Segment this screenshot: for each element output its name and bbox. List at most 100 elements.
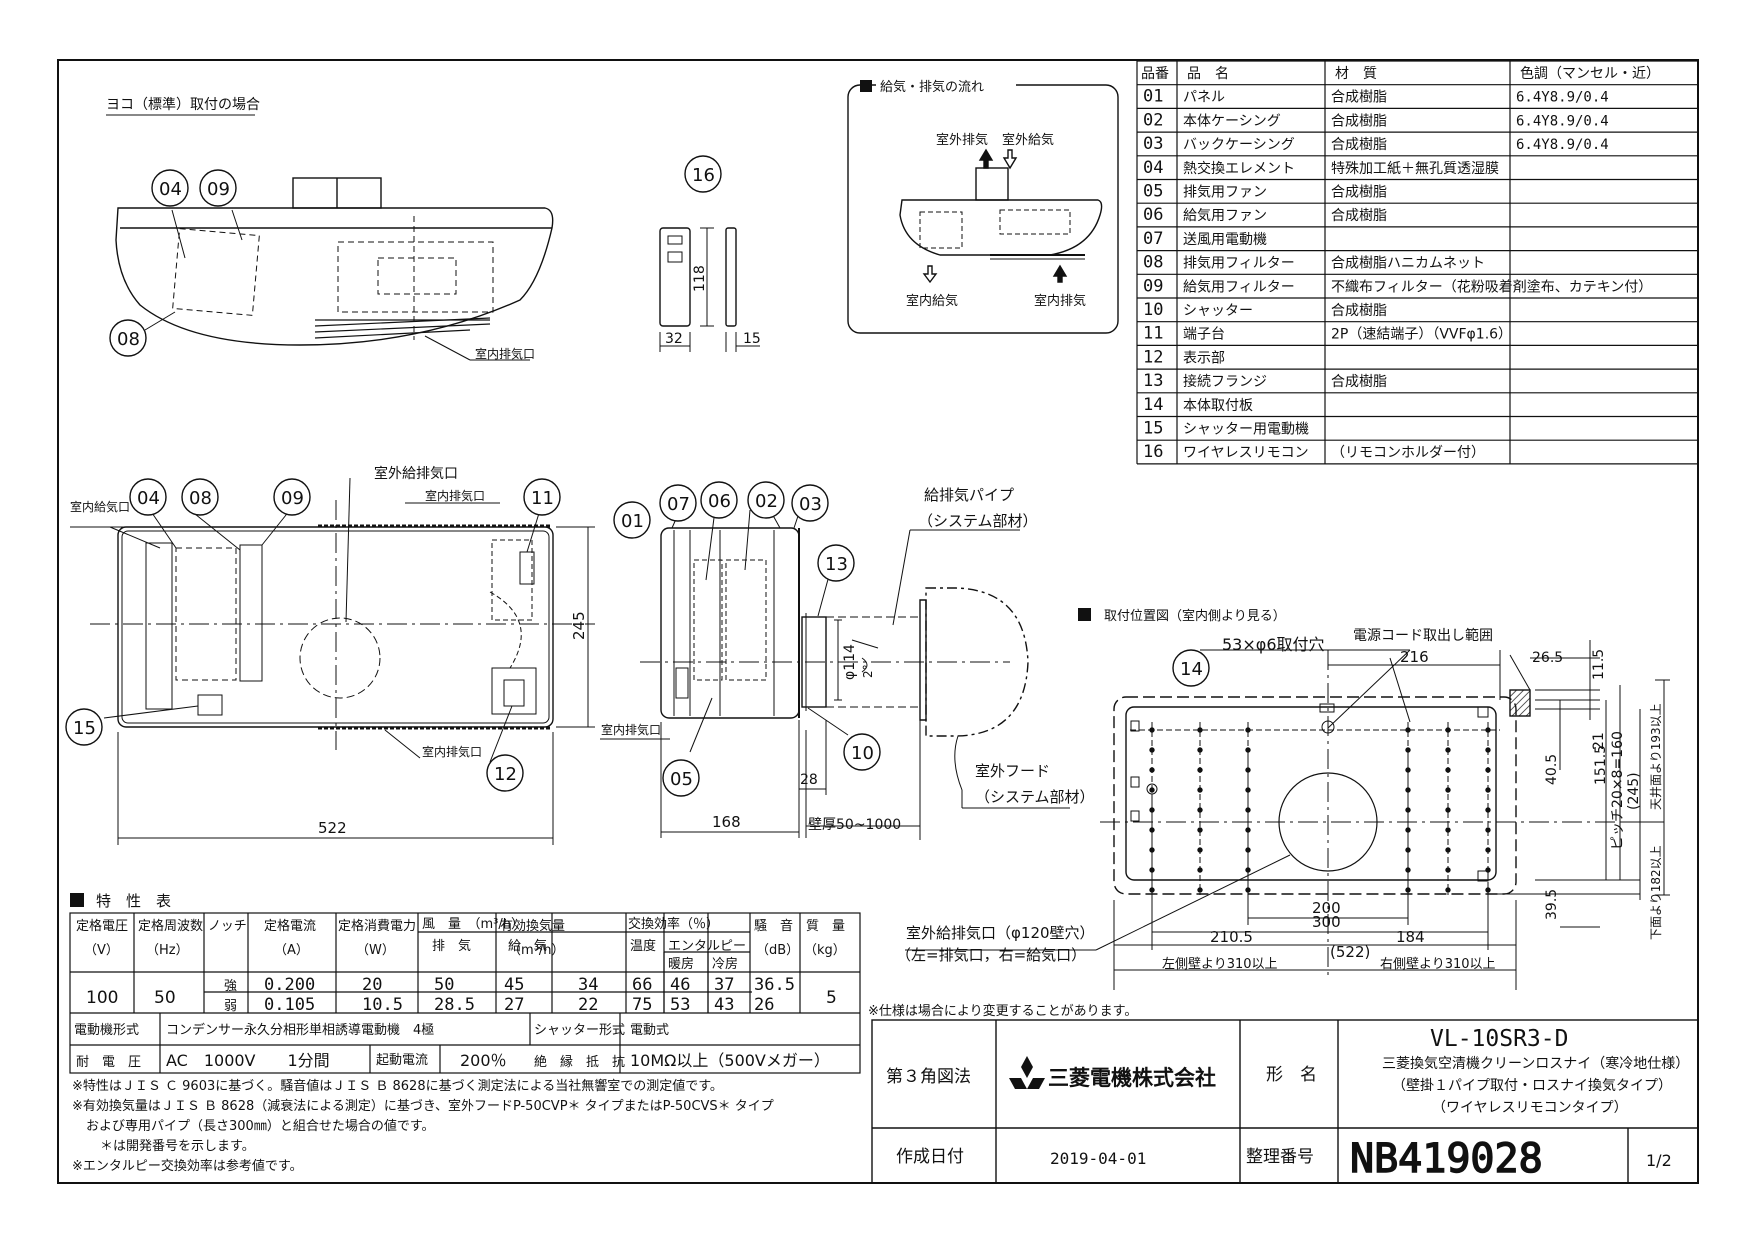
company-name: 三菱電機株式会社 <box>1048 1066 1216 1090</box>
spec-cell: （Hz） <box>146 943 189 958</box>
plan-indoor-top-label: 室内排気口 <box>425 488 485 503</box>
front-view-title: ヨコ（標準）取付の場合 <box>106 97 260 113</box>
callout-number: 08 <box>117 329 140 350</box>
side-pipe-dia: φ114 <box>842 644 858 680</box>
model-label: 形 名 <box>1266 1065 1317 1085</box>
remote-view: 118 32 15 <box>659 227 761 352</box>
parts-cell: 給気用フィルター <box>1183 279 1295 295</box>
parts-cell: パネル <box>1183 90 1225 106</box>
model-desc-2: （壁掛１パイプ取付・ロスナイ換気タイプ） <box>1392 1078 1672 1094</box>
mounting-d300: 300 <box>1312 913 1341 931</box>
parts-cell: 合成樹脂 <box>1331 113 1387 129</box>
parts-cell: 08 <box>1143 253 1163 273</box>
callout-circle <box>151 169 189 207</box>
remote-width-dim: 32 <box>665 331 683 347</box>
spec-table: 特 性 表 定格電圧（V）定格周波数（Hz）ノッチ定格電流（A）定格消費電力（W… <box>69 892 861 1074</box>
mounting-d216: 216 <box>1400 648 1429 666</box>
number-label: 整理番号 <box>1246 1147 1314 1167</box>
plan-view: 室外給排気口 室内排気口 室内給気口 室内排気口 245 522 <box>70 465 595 845</box>
note-3: および専用パイプ（長さ300㎜）と組合せた場合の値です。 <box>86 1118 435 1134</box>
spec-cell: 10MΩ以上（500Vメガー） <box>630 1051 830 1070</box>
callout-circle <box>486 754 524 792</box>
side-hood-sublabel: （システム部材） <box>975 788 1095 806</box>
parts-cell: 6.4Y8.9/0.4 <box>1516 137 1609 153</box>
spec-cell: 耐 電 圧 <box>76 1055 141 1070</box>
spec-cell: 暖房 <box>668 956 694 972</box>
parts-cell: 排気用ファン <box>1183 185 1267 201</box>
spec-cell: コンデンサー永久分相形単相誘導電動機 4極 <box>166 1022 434 1038</box>
parts-header-2: 材 質 <box>1335 66 1377 82</box>
mounting-d151-5: 151.5 <box>1593 745 1609 785</box>
spec-change-note: ※仕様は場合により変更することがあります。 <box>868 1003 1137 1019</box>
parts-cell: 表示部 <box>1183 350 1225 366</box>
spec-value: 26 <box>754 995 774 1015</box>
spec-value: 66 <box>632 975 652 995</box>
spec-cell: 定格消費電力 <box>338 918 416 934</box>
callout-circle <box>1172 649 1210 687</box>
parts-cell: 14 <box>1143 395 1163 415</box>
spec-cell: 絶 縁 抵 抗 <box>534 1054 625 1070</box>
callout-number: 12 <box>494 764 517 785</box>
spec-cell: 5 <box>826 988 837 1008</box>
spec-value: 0.200 <box>264 975 315 995</box>
mounting-left-wall: 左側壁より310以上 <box>1162 957 1278 972</box>
spec-cell: 定格電流 <box>264 918 316 934</box>
callout-circle <box>199 169 237 207</box>
notes-block: ※特性はＪＩＳ Ｃ 9603に基づく。騒音値はＪＩＳ Ｂ 8628に基づく測定法… <box>72 1078 774 1174</box>
title-block: 第３角図法 三菱電機株式会社 形 名 VL-10SR3-D 三菱換気空清機クリー… <box>871 1019 1699 1184</box>
parts-cell: 合成樹脂 <box>1331 208 1387 224</box>
parts-header-1: 品 名 <box>1187 66 1229 82</box>
callout-number: 06 <box>708 491 731 512</box>
front-view: ヨコ（標準）取付の場合 室内排気口 <box>106 97 554 361</box>
parts-cell: 熱交換エレメント <box>1183 160 1295 177</box>
spec-cell: 定格周波数 <box>138 918 203 934</box>
projection-method: 第３角図法 <box>886 1067 971 1087</box>
mounting-holes-label: 53×φ6取付穴 <box>1222 635 1325 654</box>
spec-value: 45 <box>504 975 524 995</box>
date-label: 作成日付 <box>896 1147 964 1167</box>
plan-width-dim: 522 <box>318 819 347 837</box>
mounting-d245: (245) <box>1626 772 1642 810</box>
parts-cell: 本体取付板 <box>1183 398 1253 414</box>
spec-cell: 風 量 （m³/h） <box>422 917 524 932</box>
parts-cell: 01 <box>1143 87 1163 107</box>
callout-number: 01 <box>621 511 644 532</box>
remote-height-dim: 118 <box>692 265 708 292</box>
side-wall-range: 壁厚50~1000 <box>808 817 901 833</box>
callout-circle <box>700 481 738 519</box>
spec-value: 22 <box>578 995 598 1015</box>
callout-number: 04 <box>159 179 182 200</box>
callout-circle <box>747 481 785 519</box>
spec-cell: 排 気 <box>432 938 471 954</box>
flow-title: 給気・排気の流れ <box>880 79 984 95</box>
spec-value: 28.5 <box>434 995 475 1015</box>
mounting-title: 取付位置図（室内側より見る） <box>1104 608 1286 624</box>
spec-value: 50 <box>434 975 454 995</box>
callout-number: 15 <box>73 718 96 739</box>
parts-cell: ワイヤレスリモコン <box>1183 445 1309 461</box>
spec-cell: 100 <box>86 988 118 1008</box>
parts-cell: バックケーシング <box>1183 137 1295 153</box>
spec-cell: （W） <box>356 943 395 958</box>
parts-cell: 合成樹脂 <box>1331 303 1387 319</box>
note-1: ※特性はＪＩＳ Ｃ 9603に基づく。騒音値はＪＩＳ Ｂ 8628に基づく測定法… <box>72 1078 723 1094</box>
mounting-d200: 200 <box>1312 899 1341 917</box>
mounting-d184: 184 <box>1396 928 1425 946</box>
spec-value: 27 <box>504 995 524 1015</box>
mounting-cord-label: 電源コード取出し範囲 <box>1353 627 1493 644</box>
mounting-d522: (522) <box>1330 943 1370 961</box>
parts-cell: 6.4Y8.9/0.4 <box>1516 113 1609 129</box>
spec-cell: 給 気 <box>508 938 547 954</box>
mitsubishi-logo-icon <box>1009 1056 1045 1089</box>
parts-cell: 07 <box>1143 229 1163 249</box>
spec-cell: エンタルピー <box>668 939 746 954</box>
callout-circle <box>843 733 881 771</box>
parts-cell: 11 <box>1143 324 1163 344</box>
drawing-number: NB419028 <box>1350 1136 1543 1182</box>
mounting-view: 取付位置図（室内側より見る） <box>896 608 1670 990</box>
spec-value: 0.105 <box>264 995 315 1015</box>
spec-cell: 電動機形式 <box>74 1023 139 1038</box>
parts-header-0: 品番 <box>1141 66 1169 82</box>
spec-value: 34 <box>578 975 598 995</box>
